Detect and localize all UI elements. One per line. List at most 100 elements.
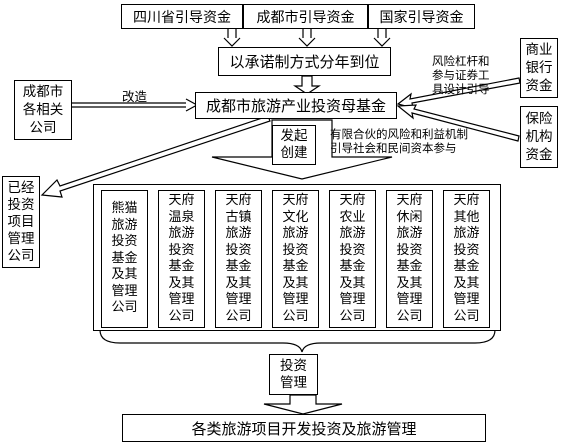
sub-fund-box: 天府其他旅游投资基金及其管理公司 (443, 190, 490, 328)
existing-projects-box: 已经 投资 项目 管理 公司 (2, 176, 40, 268)
sub-fund-line: 公司 (339, 308, 366, 324)
sub-fund-line: 管理 (111, 283, 138, 299)
invest-management-line: 管理 (280, 374, 307, 391)
sub-fund-line: 旅游 (339, 226, 366, 241)
sub-fund-line: 投资 (111, 234, 138, 250)
sub-fund-line: 投资 (396, 242, 423, 258)
sub-fund-line: 管理 (453, 292, 480, 307)
sub-fund-line: 天府 (225, 193, 252, 208)
invest-management-box: 投资 管理 (269, 354, 318, 395)
sub-fund-line: 投资 (225, 242, 252, 258)
source-arrows (223, 28, 391, 47)
sichuan-fund-label: 四川省引导资金 (133, 9, 231, 26)
invest-management-line: 投资 (280, 357, 307, 374)
sub-fund-line: 公司 (111, 300, 138, 316)
sub-fund-line: 熊猫 (111, 201, 138, 217)
insurance-line: 保险 (525, 111, 553, 127)
chengdu-fund-label: 成都市引导资金 (256, 9, 355, 26)
sub-fund-line: 古镇 (225, 209, 252, 225)
related-companies-box: 成都市 各相关 公司 (14, 80, 72, 140)
commercial-bank-box: 商业 银行 资金 (520, 38, 558, 98)
sub-fund-line: 基金 (453, 259, 480, 274)
existing-projects-line: 公司 (7, 247, 35, 264)
sub-fund-line: 及其 (339, 275, 366, 291)
sub-fund-line: 天府 (339, 193, 366, 208)
limited-partner-note-line: 引导社会和民间资本参与 (330, 141, 457, 155)
risk-note: 风险杠杆和 参与证券工 具设计引导 (432, 54, 490, 96)
transform-arrow (72, 98, 199, 112)
sub-fund-line: 旅游 (282, 226, 309, 241)
sub-fund-line: 基金 (225, 259, 252, 274)
sub-fund-line: 旅游 (225, 226, 252, 241)
insurance-line: 资金 (525, 147, 553, 163)
sub-fund-line: 天府 (168, 193, 195, 208)
sub-fund-line: 基金 (168, 259, 195, 274)
sub-fund-box: 天府农业旅游投资基金及其管理公司 (329, 190, 376, 328)
sub-fund-line: 基金 (396, 259, 423, 274)
mother-fund-label: 成都市旅游产业投资母基金 (205, 97, 386, 115)
commitment-label: 以承诺制方式分年到位 (229, 53, 380, 71)
sub-fund-line: 及其 (453, 275, 480, 291)
sub-fund-line: 农业 (339, 209, 366, 225)
existing-projects-line: 管理 (7, 230, 35, 247)
establish-line: 发起 (280, 128, 308, 144)
sub-fund-line: 管理 (225, 292, 252, 307)
sub-fund-line: 基金 (282, 259, 309, 274)
sub-fund-line: 及其 (168, 275, 195, 291)
tourism-projects-box: 各类旅游项目开发投资及旅游管理 (122, 414, 486, 442)
tourism-projects-label: 各类旅游项目开发投资及旅游管理 (191, 419, 417, 438)
sub-fund-line: 公司 (396, 308, 423, 324)
sub-fund-box: 天府古镇旅游投资基金及其管理公司 (215, 190, 262, 328)
sub-fund-line: 基金 (111, 250, 138, 266)
sub-fund-line: 及其 (111, 267, 138, 283)
sub-funds-container (93, 184, 501, 331)
invest-arrow (263, 394, 343, 415)
risk-note-line: 参与证券工 (432, 68, 490, 82)
sub-fund-line: 及其 (396, 275, 423, 291)
insurance-box: 保险 机构 资金 (520, 106, 558, 168)
sub-fund-line: 旅游 (168, 226, 195, 241)
national-fund-box: 国家引导资金 (368, 4, 475, 29)
sub-fund-line: 公司 (168, 308, 195, 324)
sub-fund-line: 文化 (282, 209, 309, 225)
sub-fund-line: 基金 (339, 259, 366, 274)
establish-box: 发起 创建 (272, 125, 316, 165)
sub-fund-line: 公司 (453, 308, 480, 324)
insurance-arrow (396, 104, 520, 142)
sichuan-fund-box: 四川省引导资金 (121, 4, 243, 29)
existing-projects-line: 项目 (7, 213, 35, 230)
chengdu-fund-box: 成都市引导资金 (243, 4, 368, 29)
limited-partner-note-line: 有限合伙的风险和利益机制 (330, 127, 468, 141)
commitment-arrow (293, 75, 321, 95)
commercial-bank-line: 商业 (525, 42, 553, 58)
sub-fund-line: 旅游 (396, 226, 423, 241)
commercial-bank-line: 银行 (525, 60, 553, 76)
sub-fund-line: 管理 (282, 292, 309, 307)
related-companies-line: 公司 (29, 120, 57, 136)
sub-fund-line: 温泉 (168, 209, 195, 225)
sub-fund-line: 旅游 (453, 226, 480, 241)
existing-projects-line: 投资 (7, 196, 35, 213)
sub-fund-line: 公司 (282, 308, 309, 324)
sub-fund-line: 投资 (339, 242, 366, 258)
sub-fund-line: 天府 (282, 193, 309, 208)
sub-fund-box: 熊猫旅游投资基金及其管理公司 (101, 190, 148, 328)
sub-fund-line: 管理 (339, 292, 366, 307)
sub-fund-line: 投资 (168, 242, 195, 258)
national-fund-label: 国家引导资金 (379, 9, 464, 26)
risk-note-line: 具设计引导 (432, 82, 490, 96)
sub-fund-line: 休闲 (396, 209, 423, 225)
sub-fund-line: 公司 (225, 308, 252, 324)
transform-label: 改造 (122, 89, 148, 104)
sub-fund-line: 管理 (396, 292, 423, 307)
establish-line: 创建 (280, 145, 308, 161)
sub-fund-line: 及其 (225, 275, 252, 291)
sub-fund-line: 其他 (453, 209, 480, 225)
risk-note-line: 风险杠杆和 (432, 54, 490, 68)
sub-fund-line: 旅游 (111, 217, 138, 233)
sub-fund-line: 管理 (168, 292, 195, 307)
sub-fund-line: 及其 (282, 275, 309, 291)
commercial-bank-line: 资金 (525, 78, 553, 94)
insurance-line: 机构 (525, 129, 553, 145)
